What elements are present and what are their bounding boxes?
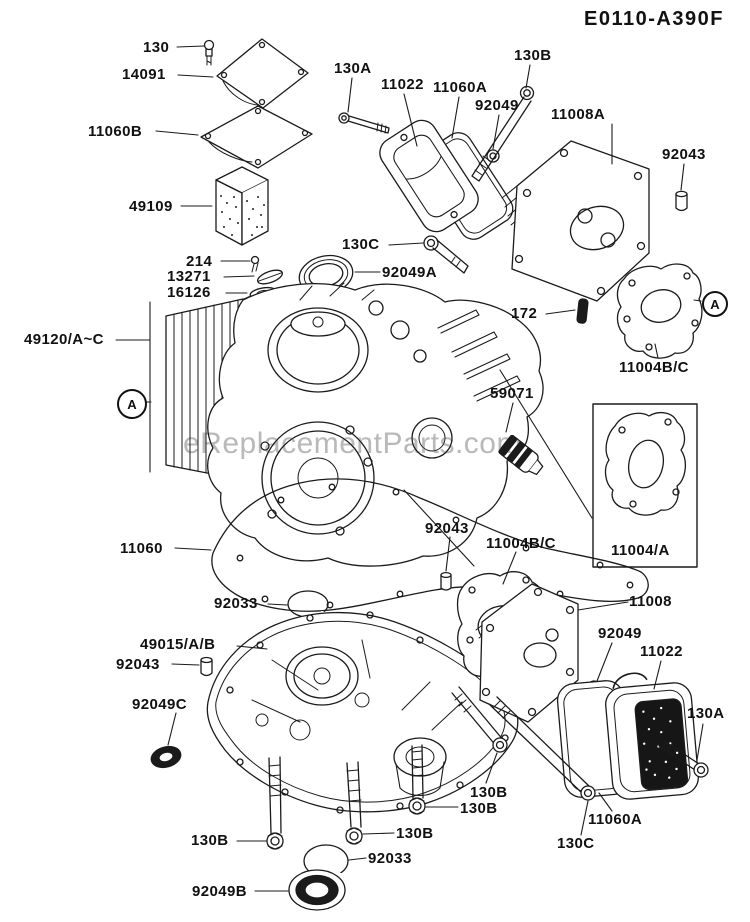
gasket-box-11004A	[592, 403, 698, 568]
plate-13271	[256, 269, 284, 285]
gasket-11060B	[200, 105, 313, 169]
bolt-130B-diagonal	[451, 686, 508, 753]
diagram-title: E0110-A390F	[584, 8, 724, 30]
head-gasket-11004BC-upper	[616, 263, 703, 359]
part-label-130A-top[interactable]: 130A	[334, 60, 372, 77]
ref-marker-a-right: A	[702, 291, 728, 317]
crankcase-cover-49015	[206, 611, 519, 814]
part-label-130B-top[interactable]: 130B	[514, 47, 552, 64]
part-label-130C-top[interactable]: 130C	[342, 236, 380, 253]
part-label-130B-stack-1[interactable]: 130B	[470, 784, 508, 801]
part-label-92049A[interactable]: 92049A	[382, 264, 437, 281]
leader-lines	[115, 45, 704, 892]
bolt-130B-middle	[345, 761, 363, 845]
seal-92049-top	[486, 149, 500, 163]
part-label-11060A-top[interactable]: 11060A	[433, 79, 488, 96]
part-label-11022-bottom[interactable]: 11022	[640, 643, 683, 660]
part-label-14091[interactable]: 14091	[122, 66, 166, 83]
part-label-11004BC-lower[interactable]: 11004B/C	[486, 535, 556, 552]
screw-214	[250, 255, 260, 273]
part-label-11004BC-upper[interactable]: 11004B/C	[619, 359, 689, 376]
bolt-130B-top	[471, 85, 535, 182]
pan-gasket-11060	[211, 478, 649, 612]
part-label-11060[interactable]: 11060	[120, 540, 163, 557]
part-label-16126[interactable]: 16126	[167, 284, 211, 301]
oil-seal-92049C	[150, 745, 182, 769]
part-label-130[interactable]: 130	[143, 39, 170, 56]
pin-92043-bottom-left	[200, 656, 213, 677]
rocker-case-11022-top	[379, 119, 479, 233]
part-label-130C-bottom[interactable]: 130C	[557, 835, 595, 852]
part-label-49109[interactable]: 49109	[129, 198, 173, 215]
part-label-11022-top[interactable]: 11022	[381, 76, 424, 93]
part-label-172[interactable]: 172	[511, 305, 538, 322]
part-label-130A-bottom[interactable]: 130A	[687, 705, 725, 722]
part-label-11008A[interactable]: 11008A	[551, 106, 606, 123]
part-label-92043-top[interactable]: 92043	[662, 146, 706, 163]
cylinder-head-11008-lower	[475, 583, 579, 723]
breather-element-49109	[215, 166, 269, 246]
ref-marker-a-left: A	[117, 389, 147, 419]
bolt-130A-top	[338, 112, 390, 134]
part-label-214[interactable]: 214	[186, 253, 213, 270]
pin-92043-middle	[440, 571, 452, 591]
bolt-130C-bottom	[488, 696, 596, 801]
screw-130	[203, 39, 215, 66]
part-label-92049C[interactable]: 92049C	[132, 696, 187, 713]
part-label-92033-top[interactable]: 92033	[214, 595, 258, 612]
part-label-49015-A-B[interactable]: 49015/A/B	[140, 636, 216, 653]
part-label-92049-bottom[interactable]: 92049	[598, 625, 642, 642]
part-label-13271[interactable]: 13271	[167, 268, 211, 285]
part-label-11060B[interactable]: 11060B	[88, 123, 143, 140]
part-label-130B-stack-2[interactable]: 130B	[460, 800, 498, 817]
part-label-11004A[interactable]: 11004/A	[611, 542, 670, 559]
part-label-92049B[interactable]: 92049B	[192, 883, 247, 900]
bolt-130B-vertical	[408, 744, 426, 815]
part-label-11008[interactable]: 11008	[629, 593, 672, 610]
bolt-130C-top	[423, 235, 469, 274]
part-label-11060A-bottom[interactable]: 11060A	[588, 811, 643, 828]
bolt-130A-bottom	[658, 739, 709, 778]
part-label-59071[interactable]: 59071	[490, 385, 534, 402]
crankcase-49120	[165, 282, 544, 567]
stud-172	[576, 298, 589, 324]
part-label-92043-left[interactable]: 92043	[116, 656, 160, 673]
pin-92043-top	[675, 190, 688, 212]
cover-14091	[216, 38, 309, 109]
part-label-92049-top[interactable]: 92049	[475, 97, 519, 114]
joint-59071	[498, 434, 544, 476]
part-label-49120-A-C[interactable]: 49120/A~C	[24, 331, 104, 348]
part-label-130B-left[interactable]: 130B	[191, 832, 229, 849]
part-label-130B-middle[interactable]: 130B	[396, 825, 434, 842]
rocker-case-11022-bottom	[605, 672, 699, 800]
watermark: eReplacementParts.com	[183, 427, 522, 460]
cylinder-head-11008A	[501, 140, 650, 302]
bolt-130B-left	[266, 756, 284, 850]
part-label-92033-bottom[interactable]: 92033	[368, 850, 412, 867]
part-label-92043-middle[interactable]: 92043	[425, 520, 469, 537]
oil-seal-92049B	[288, 869, 346, 911]
